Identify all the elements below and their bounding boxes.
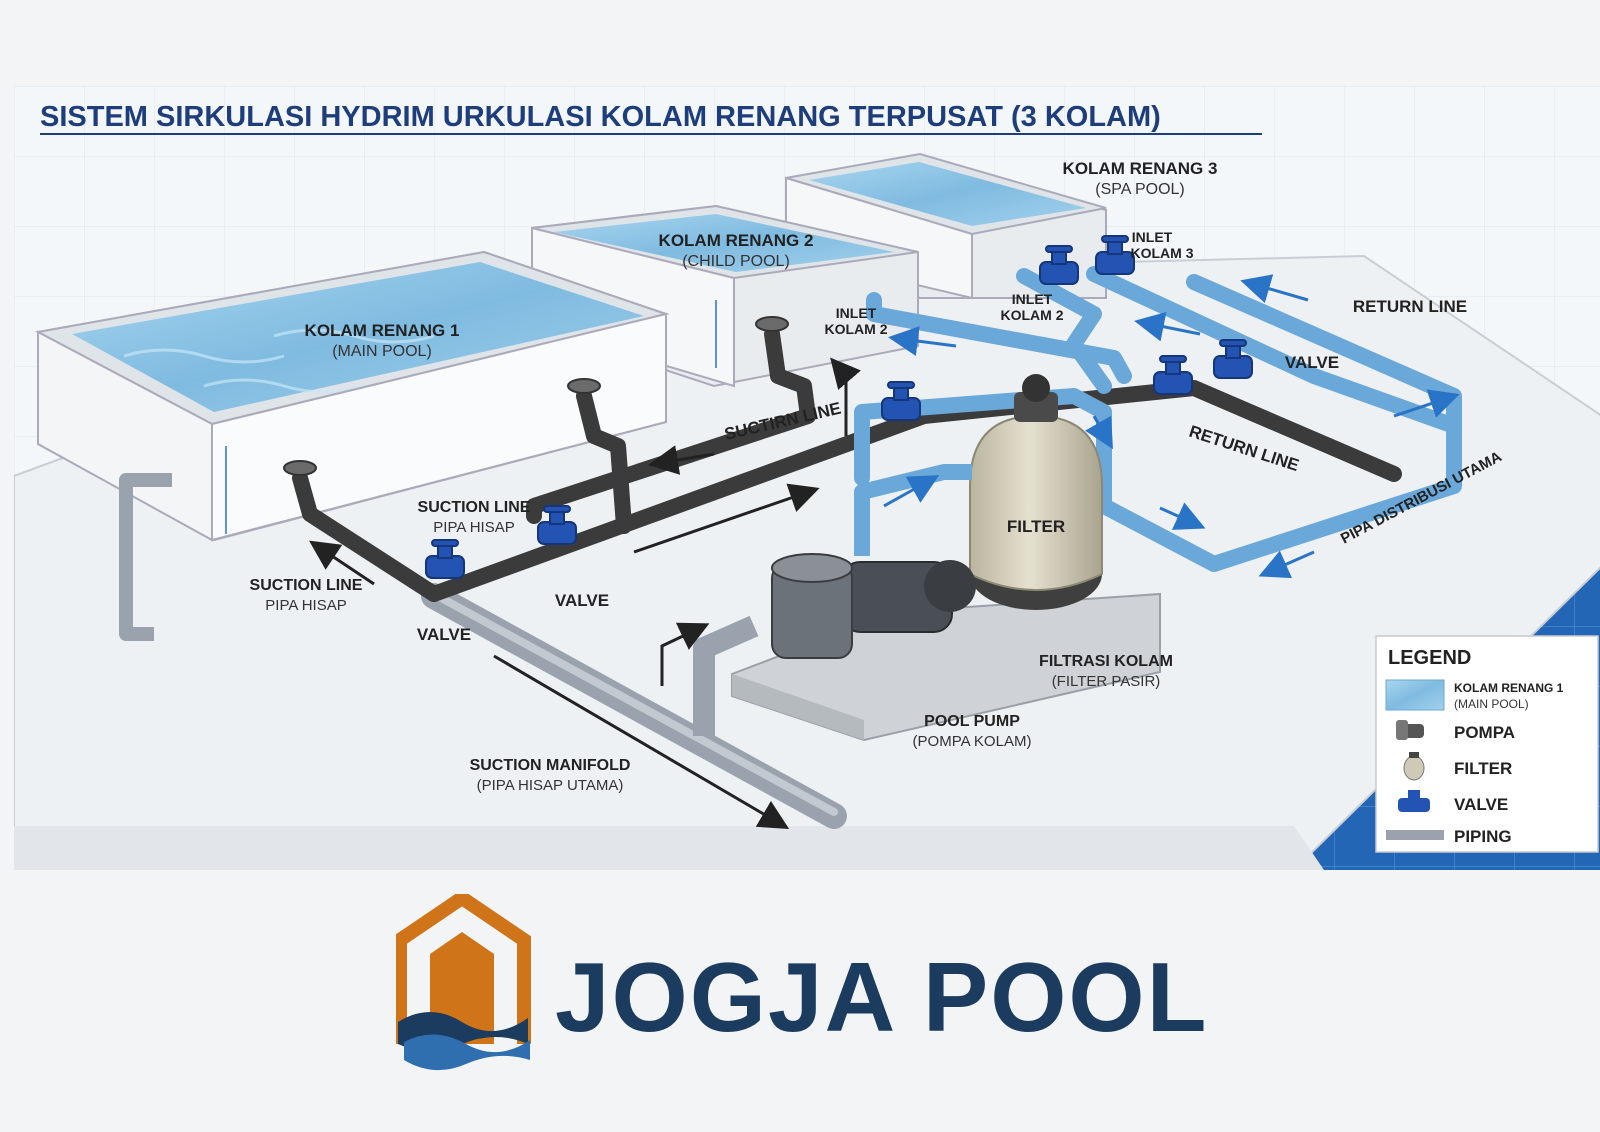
valve-icon bbox=[425, 539, 465, 579]
pool-pump bbox=[771, 553, 976, 659]
filter-icon bbox=[1403, 752, 1425, 781]
filter-label: FILTER bbox=[1007, 517, 1065, 536]
pipa-hisap-utama-label: (PIPA HISAP UTAMA) bbox=[477, 777, 624, 794]
legend-item-pool: KOLAM RENANG 1 bbox=[1454, 681, 1564, 695]
valve-icon bbox=[1153, 355, 1193, 395]
inlet-2-label: INLET bbox=[836, 305, 877, 321]
pool-3-name: KOLAM RENANG 3 bbox=[1063, 159, 1218, 178]
filtrasi-label: FILTRASI KOLAM bbox=[1039, 653, 1173, 670]
legend-item-valve: VALVE bbox=[1454, 795, 1508, 814]
skimmers bbox=[283, 316, 789, 476]
pipe-icon bbox=[1386, 830, 1444, 840]
valve-icon bbox=[1095, 235, 1135, 275]
circulation-diagram: SISTEM SIRKULASI HYDRIM URKULASI KOLAM R… bbox=[14, 86, 1600, 870]
legend-title: LEGEND bbox=[1388, 647, 1471, 669]
diagram-frame: SISTEM SIRKULASI HYDRIM URKULASI KOLAM R… bbox=[14, 86, 1600, 870]
valve-label-1: VALVE bbox=[417, 625, 471, 644]
valves bbox=[425, 235, 1253, 579]
flow-arrows bbox=[309, 274, 1460, 830]
diagram-title: SISTEM SIRKULASI HYDRIM URKULASI KOLAM R… bbox=[40, 101, 1161, 133]
pool-2-name: KOLAM RENANG 2 bbox=[659, 231, 814, 250]
pool-1-main bbox=[34, 250, 670, 542]
suction-line-label-1: SUCTION LINE bbox=[418, 499, 531, 516]
return-lines bbox=[854, 266, 1462, 572]
deck-edge bbox=[14, 826, 1324, 870]
inlet-3-label: INLET bbox=[1132, 229, 1173, 245]
valve-icon bbox=[881, 381, 921, 421]
valve-icon bbox=[1213, 339, 1253, 379]
inlet-2b-kolam: KOLAM 2 bbox=[1001, 307, 1064, 323]
brand-name: JOGJA POOL bbox=[555, 942, 1209, 1052]
return-line-label-1: RETURN LINE bbox=[1353, 297, 1467, 316]
water-swatch bbox=[1385, 679, 1445, 711]
suction-line-label-2: SUCTION LINE bbox=[250, 577, 363, 594]
pool-3-sub: (SPA POOL) bbox=[1095, 181, 1185, 198]
inlet-3-kolam: KOLAM 3 bbox=[1131, 245, 1194, 261]
valve-icon bbox=[1039, 245, 1079, 285]
pool-pump-label: POOL PUMP bbox=[924, 713, 1020, 730]
filter-pasir-label: (FILTER PASIR) bbox=[1052, 673, 1161, 690]
overflow-pipe bbox=[119, 473, 172, 641]
pump-icon bbox=[1396, 720, 1424, 740]
valve-icon bbox=[1398, 790, 1430, 812]
legend-item-piping: PIPING bbox=[1454, 827, 1512, 846]
suction-manifold-label: SUCTION MANIFOLD bbox=[470, 757, 631, 774]
inlet-2b-label: INLET bbox=[1012, 291, 1053, 307]
pipa-hisap-label-2: PIPA HISAP bbox=[265, 597, 346, 614]
legend-item-filter: FILTER bbox=[1454, 759, 1512, 778]
legend-item-pompa: POMPA bbox=[1454, 723, 1515, 742]
jogja-pool-logo-icon bbox=[396, 894, 531, 1071]
valve-icon bbox=[537, 505, 577, 545]
inlet-2-kolam: KOLAM 2 bbox=[825, 321, 888, 337]
pool-1-sub: (MAIN POOL) bbox=[332, 343, 432, 360]
valve-label-3: VALVE bbox=[1285, 353, 1339, 372]
valve-label-2: VALVE bbox=[555, 591, 609, 610]
pool-1-name: KOLAM RENANG 1 bbox=[305, 321, 460, 340]
legend-item-pool-sub: (MAIN POOL) bbox=[1454, 697, 1529, 711]
filter-tank bbox=[969, 374, 1103, 610]
legend: LEGEND KOLAM RENANG 1 (MAIN POOL) POMPA … bbox=[1375, 635, 1599, 853]
pool-2-sub: (CHILD POOL) bbox=[682, 253, 790, 270]
pump-outlet-pipe bbox=[854, 464, 972, 556]
pompa-kolam-label: (POMPA KOLAM) bbox=[913, 733, 1032, 750]
pipa-hisap-label-1: PIPA HISAP bbox=[433, 519, 514, 536]
